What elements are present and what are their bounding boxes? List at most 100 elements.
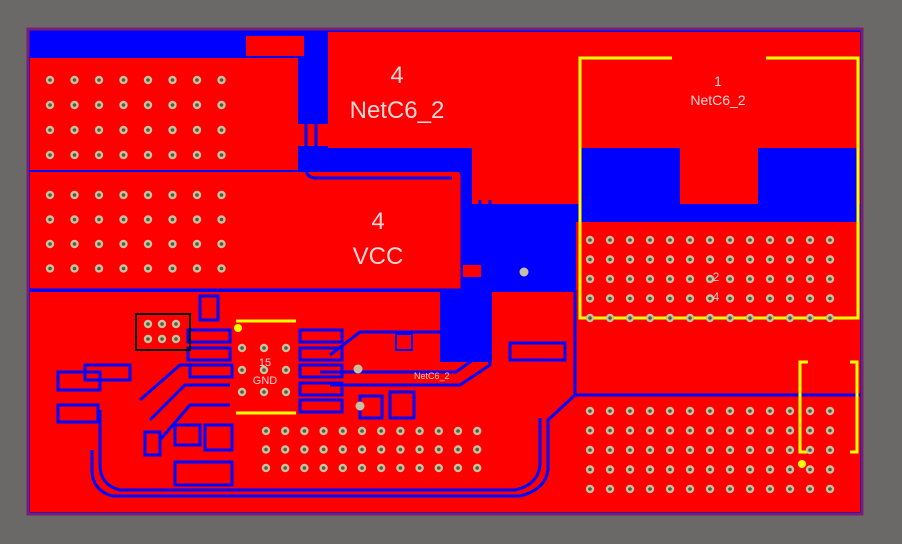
via-hole [768, 238, 772, 242]
via-hole [72, 217, 77, 222]
via-hole [219, 193, 224, 197]
via-hole [608, 316, 612, 320]
via-hole [48, 103, 52, 107]
via-hole [379, 447, 384, 452]
via-hole [668, 448, 672, 452]
via-hole [688, 487, 692, 491]
via-hole [808, 467, 812, 472]
via-hole [121, 266, 126, 271]
via-hole [170, 128, 175, 132]
via-hole [437, 429, 441, 433]
via-hole [219, 153, 224, 157]
via-hole [283, 466, 288, 470]
via-hole [728, 428, 732, 433]
right-block-number: 2 [713, 270, 720, 284]
via-hole [302, 447, 307, 452]
via-hole [146, 322, 150, 326]
zone-vcc-number: 4 [371, 208, 384, 235]
via-hole [146, 103, 150, 107]
via-hole [48, 193, 52, 197]
via-hole [97, 217, 101, 222]
via-hole [195, 128, 199, 132]
via-hole [828, 238, 832, 242]
via-hole [48, 242, 52, 246]
via-hole [608, 238, 612, 242]
via-hole [437, 447, 441, 452]
via-hole [628, 448, 632, 452]
via-hole [302, 466, 307, 470]
via-hole [588, 296, 592, 301]
via-hole [788, 238, 792, 242]
via-hole [219, 103, 224, 107]
via-hole [708, 238, 712, 242]
net-labels: 4 NetC6_2 4 VCC 1 NetC6_2 15 GND NetC6_2… [253, 62, 746, 387]
via-hole [628, 409, 632, 413]
zone-netc6-right-number: 1 [714, 73, 722, 89]
via-hole [628, 487, 632, 491]
zone-netc6-top-number: 4 [390, 62, 403, 89]
via-hole [788, 296, 792, 301]
via-hole [608, 448, 612, 452]
via-hole [97, 78, 101, 82]
via-hole [668, 409, 672, 413]
via-hole [748, 296, 752, 301]
via-hole [688, 296, 692, 301]
via-hole [146, 128, 150, 132]
via-hole [728, 448, 732, 452]
via-hole [728, 296, 732, 301]
via-hole [174, 322, 178, 326]
pin1-markers [234, 324, 806, 468]
via-hole [628, 257, 632, 262]
via-hole [808, 257, 812, 262]
via-hole [828, 316, 832, 320]
via-hole [808, 316, 812, 320]
via-hole [219, 217, 224, 222]
via-hole [146, 337, 150, 341]
via-hole [648, 409, 652, 413]
via-hole [97, 193, 101, 197]
via-hole [360, 429, 364, 433]
via-hole [668, 296, 672, 301]
via-hole [417, 447, 422, 452]
via-hole [170, 193, 175, 197]
via-hole [668, 316, 672, 320]
via-hole [688, 448, 692, 452]
via-hole [588, 467, 592, 472]
via-hole [72, 242, 77, 246]
via-hole [608, 257, 612, 262]
via-hole [748, 277, 752, 281]
via-hole [768, 409, 772, 413]
via-hole [360, 447, 364, 452]
via-hole [283, 447, 288, 452]
via-hole [628, 428, 632, 433]
via-hole [808, 448, 812, 452]
via-hole [768, 257, 772, 262]
via-hole [219, 242, 224, 246]
via-hole [728, 238, 732, 242]
via-hole [768, 296, 772, 301]
via-hole [688, 277, 692, 281]
silkscreen [236, 56, 860, 454]
via-hole [121, 103, 126, 107]
via-hole [588, 409, 592, 413]
via-hole [668, 428, 672, 433]
via-hole [708, 316, 712, 320]
via-hole [321, 466, 326, 470]
via-hole [828, 487, 832, 491]
via-hole [788, 487, 792, 491]
bottom-copper-regions [300, 148, 858, 362]
via-hole [219, 78, 224, 82]
via-hole [48, 78, 52, 82]
via-hole [608, 296, 612, 301]
via-hole [748, 316, 752, 320]
via-hole [264, 466, 268, 470]
via-hole [608, 487, 612, 491]
via-hole [628, 277, 632, 281]
routed-traces [30, 38, 860, 498]
via-hole [72, 128, 77, 132]
via-hole [146, 78, 150, 82]
via-hole [828, 448, 832, 452]
via-hole [97, 103, 101, 107]
via-hole [240, 368, 244, 372]
via [519, 267, 529, 277]
